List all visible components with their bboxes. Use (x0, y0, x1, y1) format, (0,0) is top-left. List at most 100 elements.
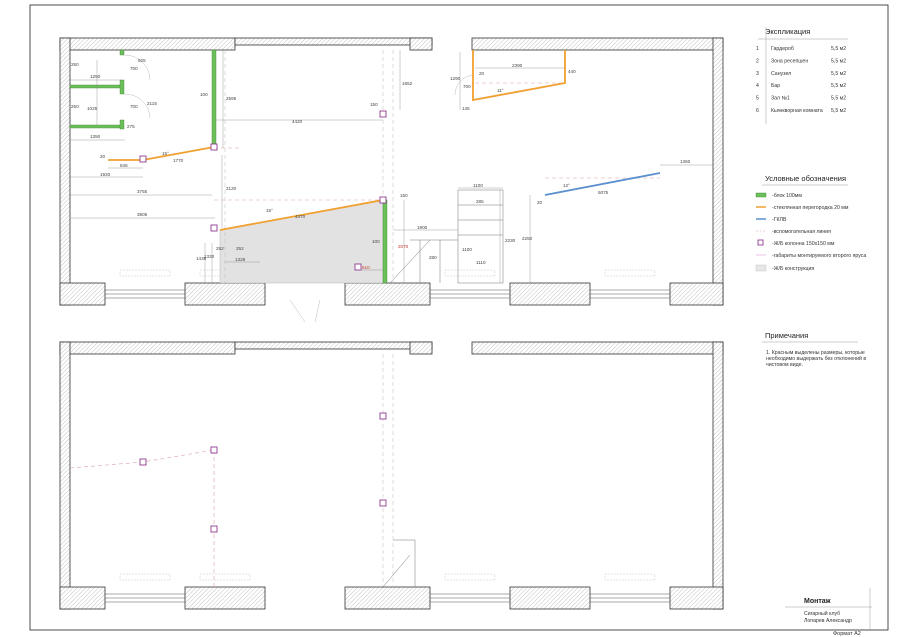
dim-label: 4420 (292, 119, 303, 124)
dim-label: 252 (236, 246, 244, 251)
column-icon (379, 196, 387, 204)
dim-label: 280 (429, 255, 437, 260)
dim-label: 700 (463, 84, 471, 89)
column-icon (139, 155, 147, 163)
legend-label: -стеклянная перегородка 20 мм (772, 205, 849, 211)
critical-dim-label: 510 (362, 265, 370, 270)
room-area: 5,5 м2 (831, 83, 846, 89)
dim-label: 1900 (417, 225, 428, 230)
plan-top: 250 1250 700 925 250 1025 700 2115 275 1… (59, 37, 724, 323)
dim-label: 925 (138, 58, 146, 63)
column-icon (354, 263, 362, 271)
walls (59, 37, 724, 306)
note-line: 1. Красным выделены размеры, которые (766, 350, 865, 356)
dim-label: 250 (71, 104, 79, 109)
note-line: чистовом виде. (766, 362, 803, 368)
dim-label: 1100 (462, 247, 472, 252)
column-icon (379, 499, 387, 507)
dim-label: 440 (568, 69, 576, 74)
dim-label: 275 (127, 124, 135, 129)
room-area: 5,5 м2 (831, 108, 846, 114)
legend-label: -вспомогательная линия (772, 229, 831, 235)
room-area: 5,5 м2 (831, 46, 846, 52)
dim-label: 3755 (137, 189, 148, 194)
column-square-icon (757, 239, 764, 246)
row-number: 6 (756, 108, 759, 114)
dim-label: 2390 (512, 63, 523, 68)
concrete-structure (219, 199, 384, 284)
plan-bottom (59, 341, 724, 610)
green-block-icon (755, 192, 767, 198)
dim-label: 1652 (402, 81, 413, 86)
walls (59, 341, 724, 610)
angle-label: 12° (563, 183, 570, 188)
dim-label: 2120 (226, 186, 237, 191)
dim-label: 1770 (173, 158, 184, 163)
angle-label: 11° (497, 88, 504, 93)
dim-label: 2230 (505, 238, 516, 243)
dim-label: 20 (479, 71, 485, 76)
dim-label: 252 (216, 246, 224, 251)
dim-label: 100 (200, 92, 208, 97)
dim-label: 145 (462, 106, 470, 111)
legend-label: -ГКЛВ (772, 217, 787, 223)
dim-label: 1025 (87, 106, 98, 111)
legend-title: Условные обозначения (765, 174, 846, 183)
room-name: Гардероб (771, 46, 794, 52)
dim-label: 100 (372, 239, 380, 244)
dim-label: 1330 (204, 254, 215, 259)
column-icon (210, 446, 218, 454)
row-number: 4 (756, 83, 759, 89)
dim-label: 1110 (476, 260, 486, 265)
legend-label: -габариты монтируемого второго яруса (772, 253, 866, 259)
dim-label: 1360 (680, 159, 691, 164)
column-icon (379, 110, 387, 118)
room-area: 5,5 м2 (831, 96, 846, 102)
dim-label: 700 (130, 104, 138, 109)
legend-label: -Ж/Б конструкция (772, 266, 814, 272)
dim-label: 1350 (90, 134, 101, 139)
column-icon (379, 412, 387, 420)
dim-label: 1328 (235, 257, 246, 262)
title-block: Монтаж Сигарный клуб Лопарев Александр Ф… (785, 588, 872, 637)
dim-label: 1436 (196, 256, 207, 261)
dim-label: 700 (130, 66, 138, 71)
dim-label: 1290 (450, 76, 461, 81)
row-number: 1 (756, 46, 759, 52)
author-name: Лопарев Александр (804, 618, 852, 624)
dim-label: 1100 (473, 183, 483, 188)
gray-box-icon (755, 264, 767, 272)
angle-label: 15° (162, 151, 169, 156)
dim-label: 150 (370, 102, 378, 107)
dim-label: 20 (537, 200, 543, 205)
block-walls (69, 49, 388, 284)
stage-title: Монтаж (804, 598, 832, 605)
angle-label: 15° (266, 208, 273, 213)
notes-title: Примечания (765, 331, 808, 340)
room-name: Бар (771, 83, 780, 89)
room-name: Зона ресепшен (771, 58, 808, 64)
dim-label: 20 (100, 154, 106, 159)
dim-label: 1920 (100, 172, 111, 177)
notes: Примечания 1. Красным выделены размеры, … (762, 331, 866, 368)
dim-label: 845 (120, 163, 128, 168)
row-number: 3 (756, 71, 759, 77)
dim-label: 4370 (295, 214, 306, 219)
sheet-frame (29, 4, 889, 631)
room-name: Зал №1 (771, 96, 790, 102)
dim-label: 5075 (598, 190, 609, 195)
dim-label: 150 (400, 193, 408, 198)
dim-label: 2250 (522, 236, 533, 241)
dim-label: 250 (71, 62, 79, 67)
critical-dim-label: 2070 (398, 244, 409, 249)
column-icon (210, 143, 218, 151)
column-icon (210, 525, 218, 533)
dim-label: 2595 (226, 96, 237, 101)
column-icon (139, 458, 147, 466)
stairs (389, 189, 504, 284)
legend: Условные обозначения -блок 100мм -стекля… (755, 174, 866, 272)
row-number: 2 (756, 58, 759, 64)
dim-label: 1250 (90, 74, 101, 79)
room-area: 5,5 м2 (831, 71, 846, 77)
